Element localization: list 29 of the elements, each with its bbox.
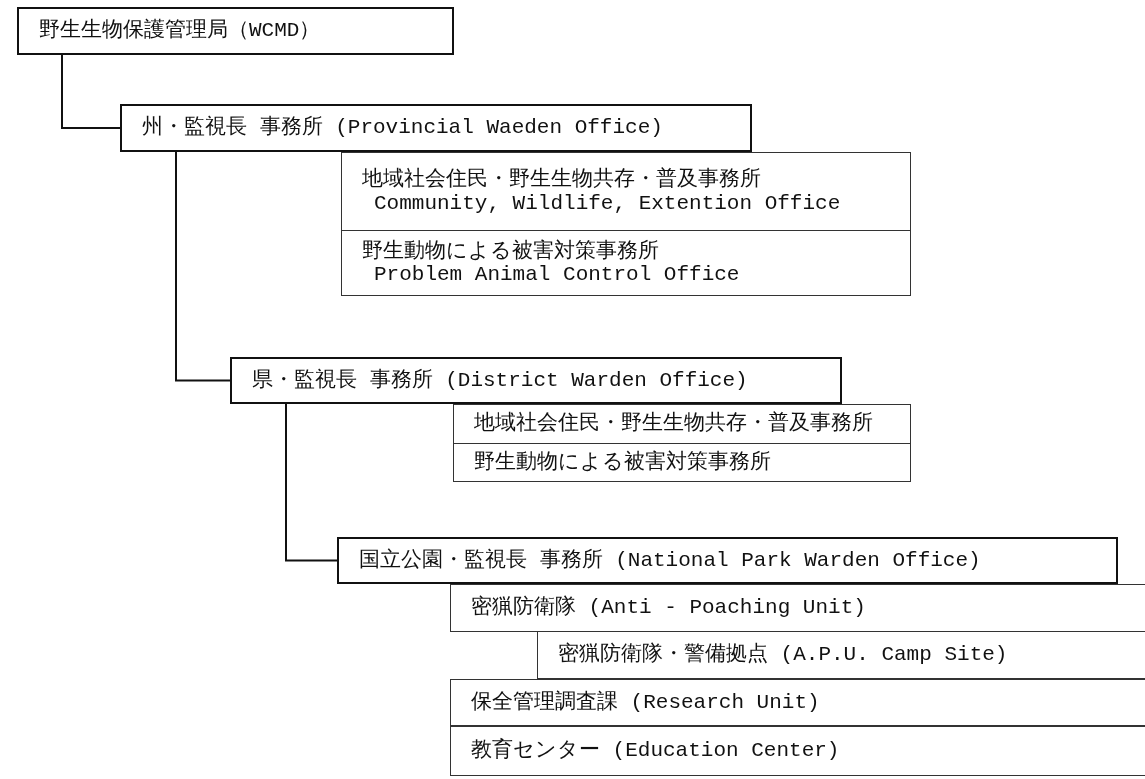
office-box [453,443,911,482]
office-box [341,152,911,231]
office-name: 密猟防衛隊・警備拠点 (A.P.U. Camp Site) [558,643,1009,667]
office-box [120,104,752,152]
office-box [230,357,842,404]
office-name: 国立公園・監視長 事務所 (National Park Warden Office) [359,548,982,573]
office-box [341,230,911,296]
office-box [450,726,1145,776]
office-box [17,7,454,55]
connector-line [175,151,231,382]
office-box [450,679,1145,726]
office-name: 密猟防衛隊 (Anti - Poaching Unit) [471,596,867,620]
office-name: 県・監視長 事務所 (District Warden Office) [252,368,749,393]
office-box [450,584,1145,632]
connector-line [61,54,121,129]
connector-line [285,403,338,562]
office-name: 野生動物による被害対策事務所 [362,239,660,263]
office-subtitle: Community, Wildlife, Extention Office [373,191,842,215]
office-box [337,537,1118,584]
office-name: 教育センター (Education Center) [471,739,841,763]
office-name: 保全管理調査課 (Research Unit) [471,690,821,715]
office-name: 野生動物による被害対策事務所 [474,450,772,475]
office-name: 州・監視長 事務所 (Provincial Waeden Office) [142,116,664,140]
office-box [537,631,1145,679]
office-name: 野生生物保護管理局（WCMD） [39,19,322,43]
office-name: 地域社会住民・野生生物共存・普及事務所 [362,168,762,192]
office-box [453,404,911,444]
office-subtitle: Problem Animal Control Office [373,263,741,287]
office-name: 地域社会住民・野生生物共存・普及事務所 [474,412,874,436]
